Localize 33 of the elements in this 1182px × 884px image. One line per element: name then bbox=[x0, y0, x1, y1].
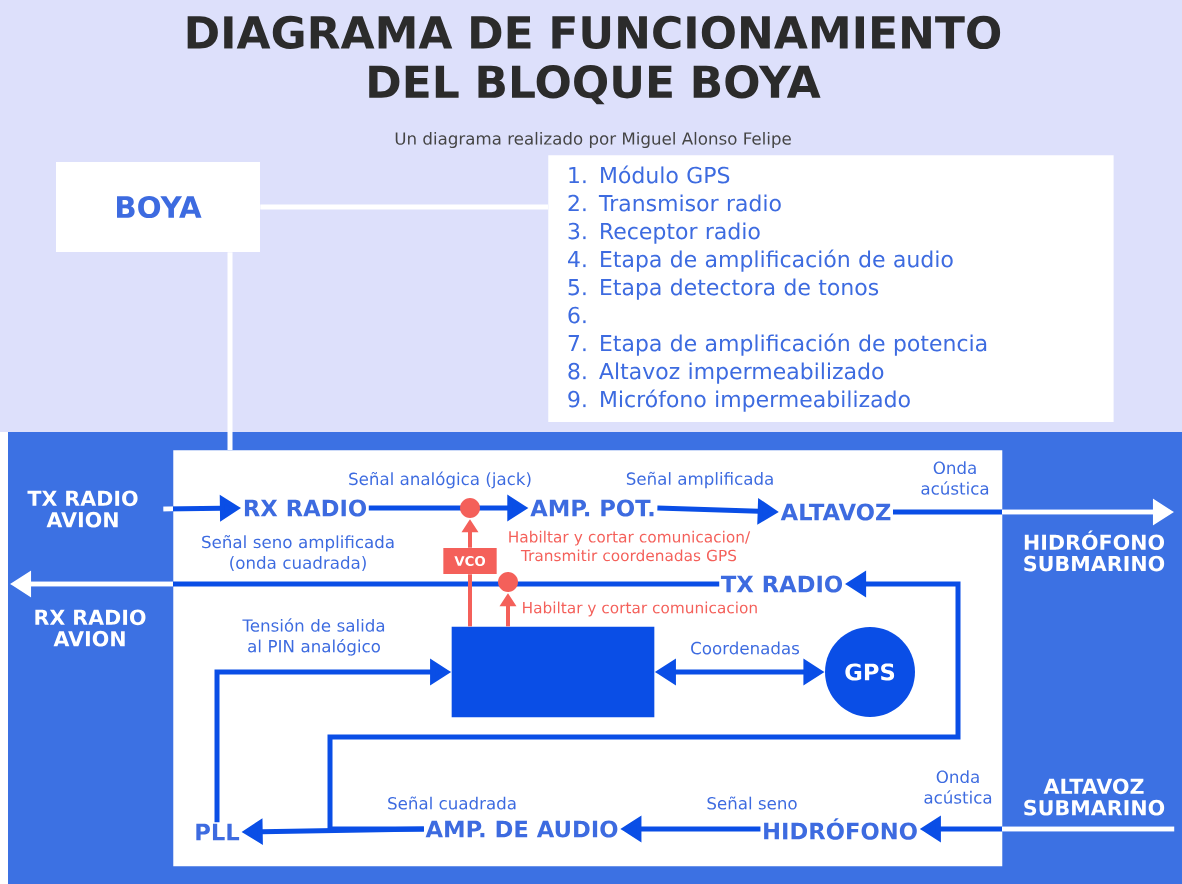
terminal-label: ALTAVOZ SUBMARINO bbox=[1024, 778, 1165, 816]
title: DIAGRAMA DE FUNCIONAMIENTO DEL BLOQUE BOYA bbox=[187, 15, 1001, 105]
terminal-label: HIDRÓFONO SUBMARINO bbox=[1024, 530, 1165, 572]
edge-label: Habiltar y cortar comunicacion/ Transmitir coordenadas GPS bbox=[509, 530, 751, 562]
block-label: ALTAVOZ bbox=[780, 503, 891, 521]
connector-line bbox=[468, 574, 472, 627]
terminal-label: TX RADIO AVION bbox=[27, 490, 138, 528]
block-label: PLL bbox=[196, 823, 240, 841]
edge-label: Coordenadas bbox=[691, 641, 800, 655]
vco-box: VCO bbox=[443, 548, 497, 574]
edge-label: Señal amplificada bbox=[626, 471, 773, 489]
list-box: 1. Módulo GPS 2. Transmisor radio 3. Receptor radio 4. Etapa de amplificación de audio 5. Etapa detectora de tonos 6. 7. Etapa de amplificación de potencia 8. Altavoz impermeabilizado 9. Micrófono impermeabilizado bbox=[548, 155, 1114, 422]
edge-label: Señal seno amplificada (onda cuadrada) bbox=[202, 535, 394, 571]
block-box: BOYA bbox=[56, 162, 260, 252]
edge-label: Habiltar y cortar comunicacion bbox=[523, 601, 757, 617]
edge-label: Señal cuadrada bbox=[388, 796, 516, 810]
edge-label: Tensión de salida al PIN analógico bbox=[242, 618, 385, 656]
block-label: RX RADIO bbox=[244, 499, 367, 517]
arrow bbox=[460, 498, 480, 548]
block-label: AMP. POT. bbox=[530, 499, 654, 517]
block-label: TX RADIO bbox=[720, 575, 843, 593]
subtitle: Un diagrama realizado por Miguel Alonso Felipe bbox=[395, 131, 791, 149]
connector-line bbox=[260, 204, 548, 210]
arrow bbox=[498, 572, 518, 627]
terminal-label: RX RADIO AVION bbox=[35, 609, 146, 647]
module-box bbox=[451, 626, 655, 718]
block-label: AMP. DE AUDIO bbox=[425, 820, 618, 838]
edge-label: Señal seno bbox=[707, 796, 797, 810]
block-label: HIDRÓFONO bbox=[764, 818, 917, 840]
edge-label: Señal analógica (jack) bbox=[349, 471, 531, 489]
connector-line bbox=[227, 252, 233, 450]
edge-label: Onda acústica bbox=[924, 770, 992, 804]
edge-label: Onda acústica bbox=[921, 461, 989, 495]
